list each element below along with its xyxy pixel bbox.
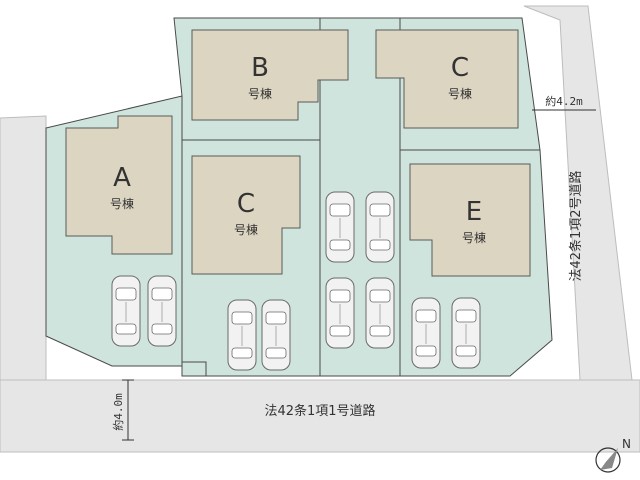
house-c2: [375, 29, 519, 129]
lot-corner-box: [181, 361, 207, 377]
house-c1-letter: C: [237, 189, 255, 219]
house-c2-suffix: 号棟: [448, 86, 472, 101]
east-road-name: 法42条1項2号道路: [568, 170, 584, 281]
east-road: [523, 5, 633, 381]
house-a-letter: A: [113, 163, 131, 193]
house-c1: [191, 155, 301, 275]
compass-icon: N: [595, 437, 631, 473]
compass-north-label: N: [622, 437, 631, 451]
house-e-suffix: 号棟: [462, 230, 486, 245]
house-a: [65, 115, 173, 255]
south-road: [0, 379, 640, 453]
parked-car: [147, 275, 177, 347]
west-road: [0, 115, 47, 381]
south-road-width: 約4.0m: [111, 393, 125, 431]
house-c2-letter: C: [451, 53, 469, 83]
east-road-width: 約4.2m: [545, 94, 583, 108]
parked-car: [111, 275, 141, 347]
parked-car: [365, 191, 395, 263]
house-c1-suffix: 号棟: [234, 222, 258, 237]
parked-car: [325, 277, 355, 349]
house-b-letter: B: [251, 53, 269, 83]
house-e: [409, 163, 531, 277]
house-b: [191, 29, 349, 121]
house-b-suffix: 号棟: [248, 86, 272, 101]
parked-car: [365, 277, 395, 349]
parked-car: [411, 297, 441, 369]
parked-car: [227, 299, 257, 371]
south-road-name: 法42条1項1号道路: [264, 403, 375, 419]
parking-cars: [111, 191, 481, 371]
parked-car: [325, 191, 355, 263]
house-e-letter: E: [466, 197, 482, 227]
house-a-suffix: 号棟: [110, 196, 134, 211]
parked-car: [261, 299, 291, 371]
parked-car: [451, 297, 481, 369]
